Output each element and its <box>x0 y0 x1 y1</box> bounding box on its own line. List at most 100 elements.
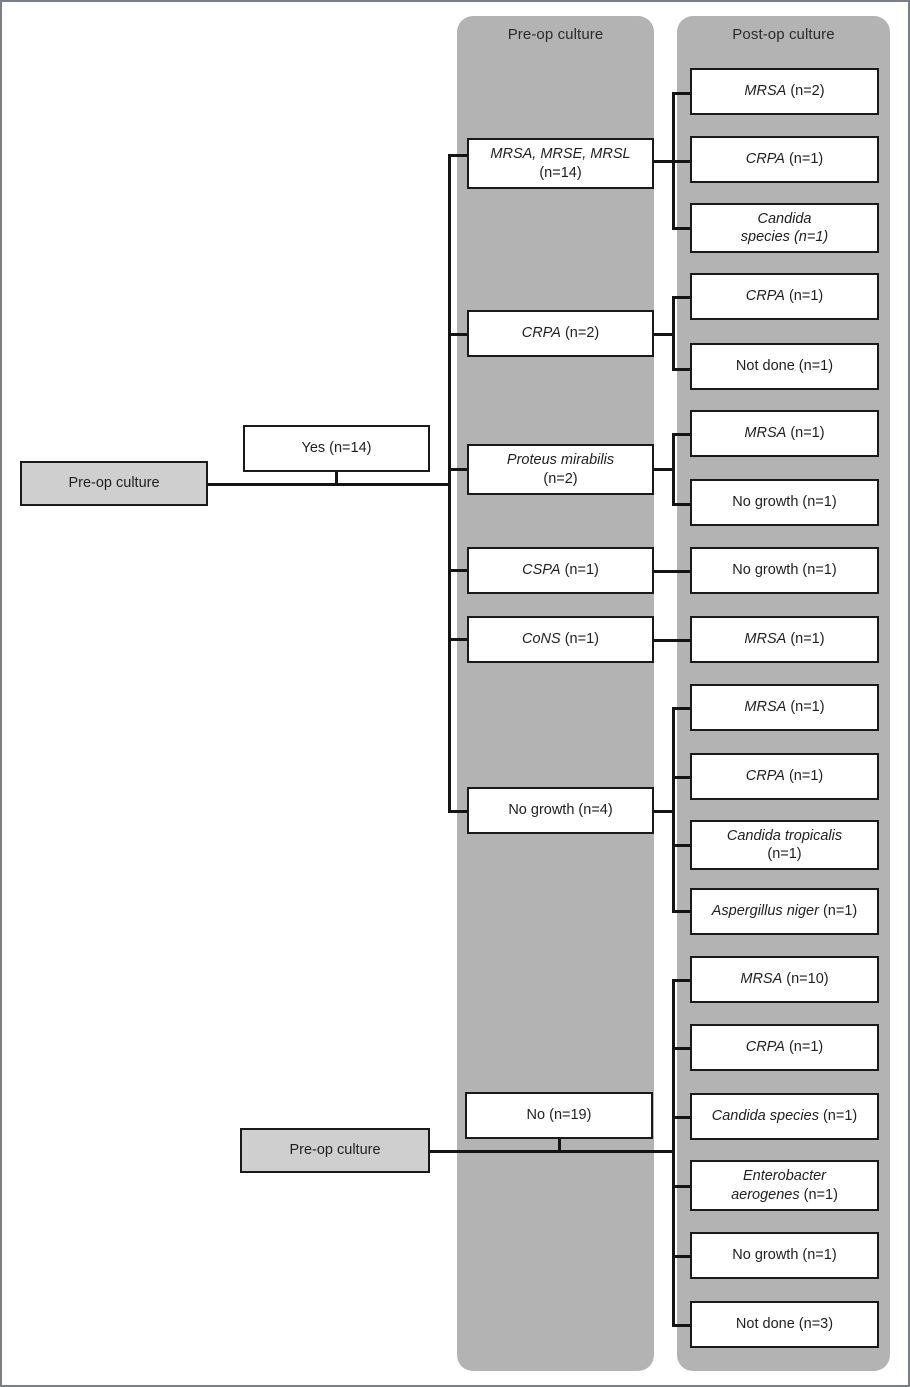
preop-box-crpa[interactable]: CRPA (n=2) <box>467 310 654 357</box>
preop-cons-line1: CoNS <box>522 631 561 648</box>
preop-crpa-line2: (n=2) <box>560 325 600 342</box>
postop-box-p11-crpa[interactable]: CRPA (n=1) <box>690 753 879 800</box>
root-top-label: Pre-op culture <box>68 475 160 492</box>
postop-p4-line1: CRPA <box>745 288 785 305</box>
postop-box-p13-aspergillus-niger[interactable]: Aspergillus niger (n=1) <box>690 888 879 935</box>
postop-box-p10-mrsa[interactable]: MRSA (n=1) <box>690 684 879 731</box>
postop-box-p12-candida-tropicalis[interactable]: Candida tropicalis (n=1) <box>690 820 879 870</box>
connector-spur-no-growth <box>448 810 469 813</box>
postop-box-p14-mrsa[interactable]: MRSA (n=10) <box>690 956 879 1003</box>
preop-box-cons[interactable]: CoNS (n=1) <box>467 616 654 663</box>
connector-no-growth-to-p11 <box>672 776 692 779</box>
postop-p6-line1: MRSA <box>744 425 787 442</box>
postop-p12-line1: Candida tropicalis <box>726 827 843 844</box>
postop-p3-line1: Candida <box>757 210 812 227</box>
connector-spur-proteus <box>448 468 469 471</box>
branch-no-label: No (n=19) <box>526 1107 592 1124</box>
postop-p4-line2: (n=1) <box>784 288 824 305</box>
postop-p11-line1: CRPA <box>745 768 785 785</box>
connector-mrsa-group-to-p3 <box>672 227 692 230</box>
root-box-pre-op-culture-bottom[interactable]: Pre-op culture <box>240 1128 430 1173</box>
postop-p1-line1: MRSA <box>744 83 787 100</box>
postop-p15-line2: (n=1) <box>784 1039 824 1056</box>
postop-p9-line1: MRSA <box>744 631 787 648</box>
connector-spur-cons <box>448 638 469 641</box>
postop-p17-tail: (n=1) <box>799 1186 838 1203</box>
postop-p3-line2: species (n=1) <box>740 229 829 245</box>
connector-yes-stub <box>335 472 338 484</box>
postop-box-p8-no-growth[interactable]: No growth (n=1) <box>690 547 879 594</box>
postop-box-p4-crpa[interactable]: CRPA (n=1) <box>690 273 879 320</box>
postop-box-p2-crpa[interactable]: CRPA (n=1) <box>690 136 879 183</box>
postop-box-p3-candida-species[interactable]: Candida species (n=1) <box>690 203 879 253</box>
connector-no-to-p18 <box>672 1255 692 1258</box>
connector-proteus-out <box>652 468 674 471</box>
preop-proteus-line2: (n=2) <box>543 470 578 487</box>
panel-pre-op-title: Pre-op culture <box>507 26 604 43</box>
connector-no-spine <box>672 979 675 1324</box>
postop-p1-line2: (n=2) <box>786 83 825 100</box>
preop-box-cspa[interactable]: CSPA (n=1) <box>467 547 654 594</box>
connector-no-growth-to-p13 <box>672 910 692 913</box>
connector-preop-spine <box>448 154 451 812</box>
postop-p16-line2: (n=1) <box>818 1108 858 1125</box>
preop-no-growth-label: No growth (n=4) <box>508 802 613 819</box>
postop-p9-line2: (n=1) <box>786 631 825 648</box>
root-box-pre-op-culture-top[interactable]: Pre-op culture <box>20 461 208 506</box>
connector-no-growth-to-p12 <box>672 844 692 847</box>
branch-yes-label: Yes (n=14) <box>301 440 372 457</box>
postop-p2-line2: (n=1) <box>784 151 824 168</box>
postop-p11-line2: (n=1) <box>784 768 824 785</box>
postop-p13-line2: (n=1) <box>818 903 858 920</box>
connector-spur-mrsa-group <box>448 154 469 157</box>
postop-box-p16-candida-species[interactable]: Candida species (n=1) <box>690 1093 879 1140</box>
connector-cons-to-p9 <box>652 639 692 642</box>
postop-p17-line1: Enterobacter <box>742 1168 826 1185</box>
preop-cspa-line2: (n=1) <box>560 562 599 579</box>
postop-box-p9-mrsa[interactable]: MRSA (n=1) <box>690 616 879 663</box>
connector-crpa-to-p4 <box>672 296 692 299</box>
postop-p18-line1: No growth <box>732 1247 799 1264</box>
preop-mrsa-group-line2: (n=14) <box>539 164 582 181</box>
postop-box-p1-mrsa[interactable]: MRSA (n=2) <box>690 68 879 115</box>
connector-crpa-out <box>652 333 674 336</box>
connector-no-to-p14 <box>672 979 692 982</box>
postop-p14-line1: MRSA <box>740 971 783 988</box>
panel-pre-op-culture: Pre-op culture <box>457 16 654 1371</box>
postop-box-p18-no-growth[interactable]: No growth (n=1) <box>690 1232 879 1279</box>
branch-box-yes[interactable]: Yes (n=14) <box>243 425 430 472</box>
postop-p17-line2: aerogenes <box>731 1186 800 1203</box>
connector-mrsa-group-out <box>652 160 674 163</box>
preop-box-proteus-mirabilis[interactable]: Proteus mirabilis(n=2) <box>467 444 654 495</box>
connector-no-to-p15 <box>672 1047 692 1050</box>
branch-box-no[interactable]: No (n=19) <box>465 1092 653 1139</box>
postop-p5-line1: Not done <box>735 358 795 375</box>
postop-p7-line1: No growth <box>732 494 799 511</box>
postop-p10-line1: MRSA <box>744 699 787 716</box>
preop-box-mrsa-group[interactable]: MRSA, MRSE, MRSL(n=14) <box>467 138 654 189</box>
postop-box-p19-not-done[interactable]: Not done (n=3) <box>690 1301 879 1348</box>
postop-p14-line2: (n=10) <box>782 971 829 988</box>
postop-p8-line2: (n=1) <box>798 562 837 579</box>
postop-p13-line1: Aspergillus niger <box>711 903 819 920</box>
postop-p6-line2: (n=1) <box>786 425 825 442</box>
preop-proteus-line1: Proteus mirabilis <box>506 452 615 469</box>
connector-proteus-spine <box>672 433 675 505</box>
postop-box-p15-crpa[interactable]: CRPA (n=1) <box>690 1024 879 1071</box>
preop-crpa-line1: CRPA <box>521 325 561 342</box>
postop-box-p5-not-done[interactable]: Not done (n=1) <box>690 343 879 390</box>
preop-cons-line2: (n=1) <box>560 631 599 648</box>
postop-box-p7-no-growth[interactable]: No growth (n=1) <box>690 479 879 526</box>
connector-no-stub <box>558 1139 561 1151</box>
connector-no-growth-spine <box>672 707 675 912</box>
connector-cspa-to-p8 <box>652 570 692 573</box>
postop-p12-line2: (n=1) <box>767 846 802 862</box>
preop-box-no-growth[interactable]: No growth (n=4) <box>467 787 654 834</box>
root-bottom-label: Pre-op culture <box>289 1142 381 1159</box>
postop-box-p6-mrsa[interactable]: MRSA (n=1) <box>690 410 879 457</box>
postop-p7-line2: (n=1) <box>798 494 837 511</box>
connector-proteus-to-p7 <box>672 503 692 506</box>
postop-p5-line2: (n=1) <box>794 358 834 375</box>
postop-p18-line2: (n=1) <box>798 1247 837 1264</box>
